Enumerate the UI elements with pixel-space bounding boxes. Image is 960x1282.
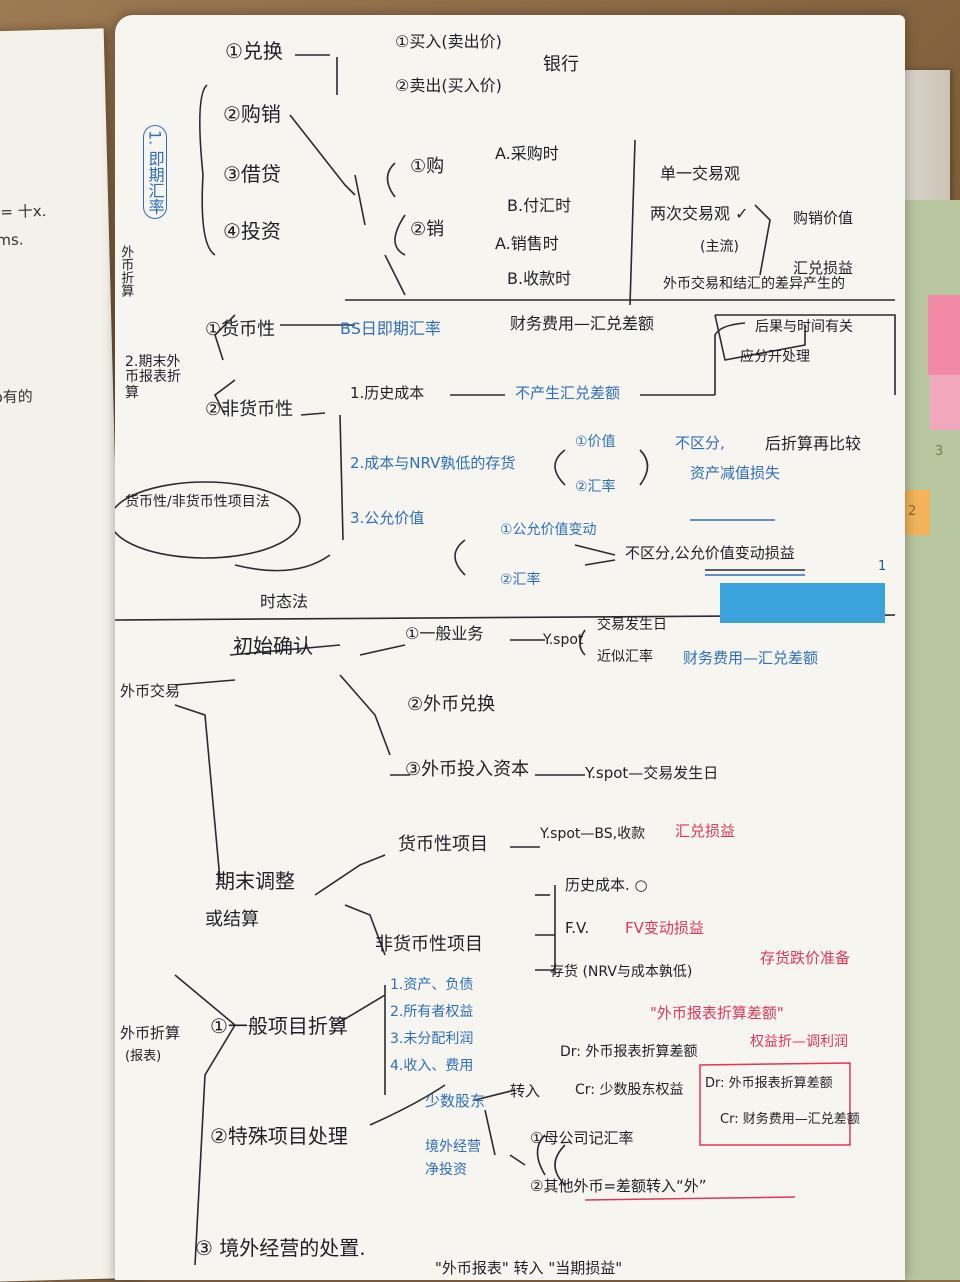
equity-red-label: 权益折—调利润 [750, 1034, 848, 1050]
or-settle: 或结算 [205, 909, 259, 930]
method-label: 货币性/非货币性项目法 [125, 494, 270, 510]
note-line-1: 外币交易和结汇的差异产生的 [663, 276, 845, 292]
nm-inventory-result: 存货跌价准备 [760, 949, 851, 967]
bottom-cut-text: "外币报表" 转入 "当期损益" [435, 1259, 623, 1277]
general-business: ①一般业务 [405, 624, 484, 643]
nm-inventory: 存货 (NRV与成本孰低) [550, 964, 693, 980]
purchase-sub-a: A.采购时 [495, 144, 559, 163]
currency-exchange: ②外币兑换 [407, 694, 496, 715]
sale-label: ②销 [410, 219, 445, 240]
nm-fv-result: FV变动损益 [625, 919, 704, 937]
item-invest: ④投资 [223, 219, 281, 243]
dr-entry: Dr: 外币报表折算差额 [560, 1044, 698, 1060]
note-line-3: 应分开处理 [740, 349, 810, 365]
tab-number: 1 [878, 559, 887, 574]
general-item-2: 2.所有者权益 [390, 1004, 474, 1020]
nonmon-2-factor-1: ①价值 [575, 434, 616, 450]
view-single: 单一交易观 [660, 164, 741, 183]
left-page-text: . [0, 446, 2, 464]
notebook-page: 1. 即期汇率 外币折算 ①兑换 ②购销 ③借贷 ④投资 ①买入(卖出价) ②卖… [115, 15, 905, 1280]
translation-diff-label: "外币报表折算差额" [650, 1004, 784, 1022]
left-page-text: ems. [0, 230, 24, 250]
tab-number: 2 [908, 504, 917, 519]
monetary-item: 货币性项目 [398, 834, 488, 855]
nonmon-3-factor-1: ①公允价值变动 [500, 522, 597, 538]
pink-sticky-tab [930, 375, 960, 430]
period-adjust: 期末调整 [215, 869, 295, 893]
item-exchange: ①兑换 [225, 39, 283, 63]
spot-rate: Y.spot [543, 632, 584, 648]
pink-sticky-tab [928, 295, 960, 375]
tab-number: 3 [935, 444, 944, 459]
view-result-2: 汇兑损益 [793, 259, 854, 277]
general-item-1: 1.资产、负债 [390, 977, 474, 993]
overseas-disposal: ③ 境外经营的处置. [195, 1236, 366, 1260]
section-foreign-trade: 外币交易 [120, 682, 181, 700]
capital-investment: ③外币投入资本 [405, 759, 530, 780]
nonmon-2-result-1: 不区分, [675, 434, 725, 452]
overseas-2: 净投资 [425, 1162, 467, 1178]
bank-label: 银行 [543, 54, 579, 75]
nonmon-3-factor-2: ②汇率 [500, 572, 541, 588]
allocate-label: 转入 [510, 1082, 541, 1100]
nonmon-1: 1.历史成本 [350, 384, 425, 402]
special-item: ②特殊项目处理 [210, 1124, 348, 1148]
nm-fv: F.V. [565, 919, 590, 937]
nonmonetary-item: 非货币性项目 [375, 934, 483, 955]
side-label: 外币折算 [118, 245, 134, 297]
general-item-3: 3.未分配利润 [390, 1031, 474, 1047]
monetary-item-rule: Y.spot—BS,收款 [540, 826, 646, 842]
approx-rate: 近似汇率 [597, 649, 653, 665]
view-result-1: 购销价值 [793, 209, 854, 227]
dr-entry-2: Dr: 外币报表折算差额 [705, 1076, 833, 1091]
view-double: 两次交易观 ✓ [650, 204, 749, 223]
capital-rule: Y.spot—交易发生日 [585, 764, 719, 782]
nonmon-2-factor-2: ②汇率 [575, 479, 616, 495]
left-page-text: b有的 [0, 387, 33, 407]
purchase-sub-b: B.付汇时 [507, 196, 572, 215]
spot-rate-label: 1. 即期汇率 [143, 125, 167, 220]
nonmonetary-label: ②非货币性 [205, 399, 294, 420]
monetary-label: ①货币性 [205, 319, 276, 340]
orange-sticky-tab [900, 490, 930, 535]
minority-interest: 少数股东 [425, 1092, 486, 1110]
view-mainstream: (主流) [700, 239, 739, 255]
cr-entry: Cr: 少数股东权益 [575, 1082, 684, 1098]
special-2: ②其他外币=差额转入“外” [530, 1177, 707, 1195]
monetary-result: 财务费用—汇兑差额 [510, 314, 655, 333]
general-translation: ①一般项目折算 [210, 1014, 348, 1038]
item-borrow: ③借贷 [223, 162, 281, 186]
nonmon-1-result: 不产生汇兑差额 [515, 384, 621, 402]
cr-entry-2: Cr: 财务费用—汇兑差额 [720, 1112, 860, 1127]
b1-result: 财务费用—汇兑差额 [683, 649, 819, 667]
nonmon-2: 2.成本与NRV孰低的存货 [350, 454, 516, 472]
mind-map-lines [115, 54, 896, 1266]
nonmon-3: 3.公允价值 [350, 509, 425, 527]
left-page-text: e = 十x. [0, 201, 47, 222]
overseas-1: 境外经营 [425, 1139, 481, 1155]
blue-sticky-note [720, 583, 885, 623]
special-1: ①母公司记汇率 [530, 1129, 634, 1147]
purchase-label: ①购 [410, 156, 445, 177]
section-translation-sub: (报表) [125, 1049, 162, 1064]
general-item-4: 4.收入、费用 [390, 1058, 474, 1074]
monetary-rule: BS日即期汇率 [340, 319, 441, 338]
nm-historical: 历史成本. ○ [565, 876, 648, 894]
item-purchase-sale: ②购销 [223, 102, 281, 126]
monetary-item-result: 汇兑损益 [675, 822, 736, 840]
initial-recognition: 初始确认 [233, 634, 313, 658]
trade-date: 交易发生日 [597, 617, 667, 633]
note-line-2: 后果与时间有关 [755, 319, 853, 335]
section-translation: 外币折算 [120, 1024, 181, 1042]
sale-sub-a: A.销售时 [495, 234, 559, 253]
nonmon-2-result-2: 资产减值损失 [690, 464, 781, 482]
exchange-sell: ②卖出(买入价) [395, 76, 502, 95]
temporal-method: 时态法 [260, 592, 309, 611]
exchange-buy: ①买入(卖出价) [395, 32, 502, 51]
sale-sub-b: B.收款时 [507, 269, 572, 288]
period-title: 2.期末外币报表折算 [125, 354, 181, 401]
nonmon-2-note: 后折算再比较 [765, 434, 862, 453]
nonmon-3-result: 不区分,公允价值变动损益 [625, 544, 795, 562]
